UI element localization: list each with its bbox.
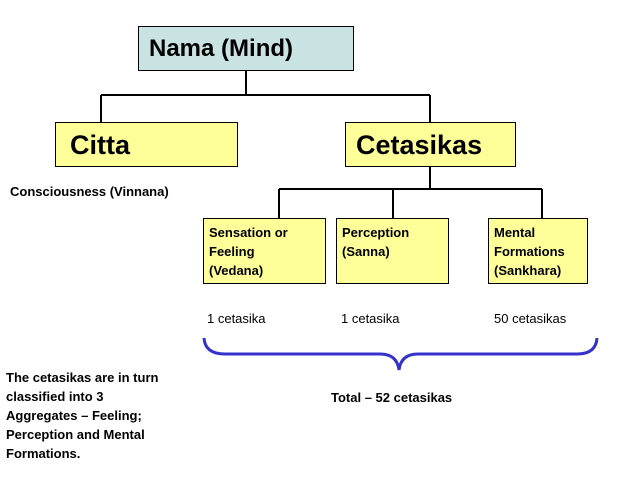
node-sensation: Sensation or Feeling (Vedana) [203,218,326,284]
sensation-line: Sensation or [209,225,288,240]
node-citta-label: Citta [70,130,130,160]
note-line: Formations. [6,446,81,461]
node-perception: Perception (Sanna) [336,218,449,284]
mental-count: 50 cetasikas [494,311,567,326]
curly-brace [202,337,599,371]
node-citta: Citta [55,122,238,167]
note-line: The cetasikas are in turn [6,370,159,385]
mental-line: (Sankhara) [494,263,562,278]
perception-line: (Sanna) [342,244,390,259]
node-nama-mind: Nama (Mind) [138,26,354,71]
total-label: Total – 52 cetasikas [331,390,453,405]
sensation-count: 1 cetasika [207,311,266,326]
aggregates-note: The cetasikas are in turn classified int… [6,368,206,463]
node-nama-mind-label: Nama (Mind) [149,35,293,62]
consciousness-label: Consciousness (Vinnana) [10,184,169,199]
sensation-line: Feeling [209,244,255,259]
perception-line: Perception [342,225,410,240]
perception-count: 1 cetasika [341,311,400,326]
mental-line: Mental [494,225,536,240]
node-mental-formations: Mental Formations (Sankhara) [488,218,588,284]
note-line: classified into 3 [6,389,104,404]
note-line: Perception and Mental [6,427,145,442]
mental-line: Formations [494,244,565,259]
note-line: Aggregates – Feeling; [6,408,142,423]
sensation-line: (Vedana) [209,263,264,278]
node-cetasikas-label: Cetasikas [356,130,483,160]
node-cetasikas: Cetasikas [345,122,516,167]
